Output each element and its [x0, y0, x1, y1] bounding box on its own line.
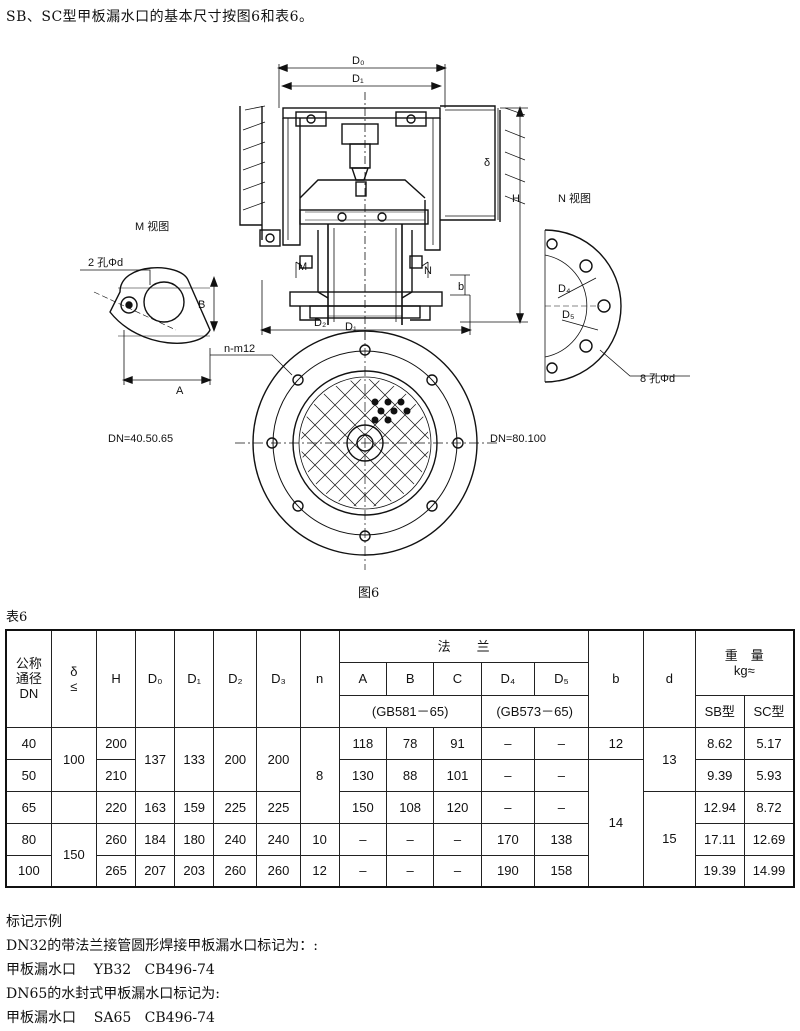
- notes-line: 甲板漏水口 SA65 CB496-74: [6, 1010, 215, 1026]
- label-dn-large: DN=80.100: [490, 433, 546, 445]
- technical-drawing: D₀ D₁ δ H M 视图 N 视图 2 孔Φd B A n-m12 M N …: [80, 55, 690, 570]
- label-small-b: b: [458, 281, 464, 293]
- header-sb: SB型: [694, 694, 745, 728]
- label-d4: D₄: [558, 283, 571, 295]
- table-row: 65 220 163 159 225 225 150 108 120 – – 1…: [5, 790, 795, 888]
- label-d5: D₅: [562, 309, 574, 321]
- header-n: n: [299, 629, 340, 728]
- header-b-upper: B: [385, 661, 435, 696]
- header-d: d: [643, 629, 696, 728]
- header-b: b: [587, 629, 645, 728]
- table-row: 40 100 200 137 133 200 200 8 118 78 91 –…: [5, 726, 795, 824]
- header-gb573: (GB573－65): [480, 694, 589, 728]
- header-sc: SC型: [743, 694, 795, 728]
- deck-wall-left: [239, 106, 262, 226]
- label-n-m12: n-m12: [224, 343, 255, 355]
- header-a: A: [338, 661, 388, 696]
- label-b-upper: B: [198, 299, 205, 311]
- label-h: H: [512, 193, 520, 205]
- header-d0: D₀: [135, 629, 176, 728]
- intro-text: SB、SC型甲板漏水口的基本尺寸按图6和表6。: [6, 9, 314, 25]
- label-d0: D₀: [352, 55, 365, 67]
- header-flange: 法 兰: [338, 629, 589, 663]
- notes-line: DN32的带法兰接管圆形焊接甲板漏水口标记为：:: [6, 938, 319, 954]
- header-h: H: [95, 629, 137, 728]
- notes-line: DN65的水封式甲板漏水口标记为:: [6, 986, 221, 1002]
- label-d1-lower: D₁: [345, 321, 357, 333]
- notes-line: 甲板漏水口 YB32 CB496-74: [6, 962, 215, 978]
- table-row: 80 150 260 184 180 240 240 10 – – – 170 …: [5, 822, 795, 888]
- label-m-marker: M: [298, 261, 307, 273]
- label-d2: D₂: [314, 317, 326, 329]
- figure-caption: 图6: [358, 586, 380, 601]
- label-eight-holes: 8 孔Φd: [640, 372, 675, 385]
- label-two-holes: 2 孔Φd: [88, 256, 123, 269]
- label-n-view: N 视图: [558, 191, 591, 205]
- header-d2: D₂: [213, 629, 258, 728]
- header-d1: D₁: [174, 629, 215, 728]
- table-row: 100 265 207 203 260 260 12 – – – 190 158…: [5, 854, 795, 888]
- marking-examples: 标记示例 DN32的带法兰接管圆形焊接甲板漏水口标记为：: 甲板漏水口 YB32…: [6, 910, 318, 1030]
- label-d1: D₁: [352, 73, 364, 85]
- label-dn-small: DN=40.50.65: [108, 433, 173, 445]
- header-c: C: [433, 661, 482, 696]
- label-delta: δ: [484, 157, 490, 169]
- table-row: 50 210 130 88 101 – – 14 9.39 5.93: [5, 758, 795, 888]
- header-delta: δ≤: [50, 629, 98, 728]
- header-d3: D₃: [256, 629, 301, 728]
- header-d5: D₅: [534, 661, 589, 696]
- table-title: 表6: [6, 610, 28, 625]
- label-n-marker: N: [424, 265, 432, 277]
- notes-heading: 标记示例: [6, 914, 62, 930]
- label-a: A: [176, 385, 184, 397]
- header-gb581: (GB581－65): [338, 694, 482, 728]
- label-m-view: M 视图: [135, 219, 169, 233]
- header-d4: D₄: [480, 661, 536, 696]
